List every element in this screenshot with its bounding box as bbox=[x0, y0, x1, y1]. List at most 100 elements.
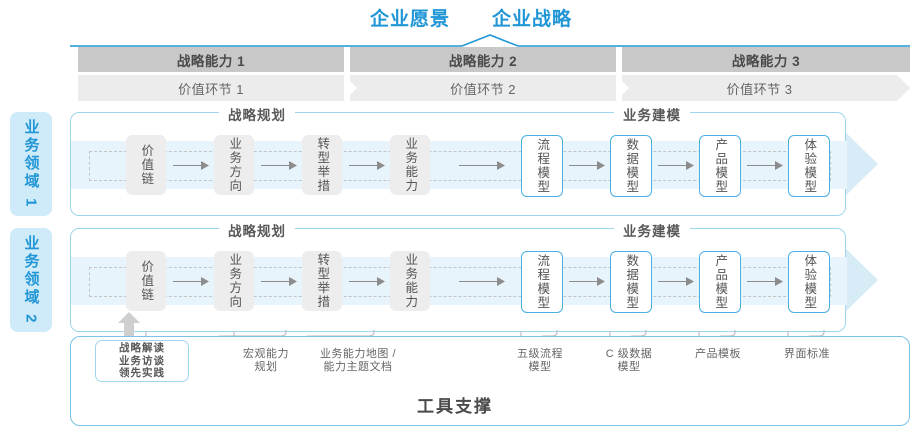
domain-tag-2: 业务领域 2 bbox=[10, 228, 52, 332]
tool-support-title: 工具支撑 bbox=[417, 397, 493, 416]
tool-box-line-1: 战略解读 bbox=[119, 342, 165, 355]
capability-band-2: 战略能力 2 bbox=[350, 47, 616, 72]
support-label-1: 宏观能力 规划 bbox=[211, 348, 321, 374]
node-business-capability-2[interactable]: 业务能力 bbox=[390, 251, 430, 311]
row-1-section-left-title: 战略规划 bbox=[219, 104, 295, 124]
node-label: 转型举措 bbox=[315, 253, 330, 309]
arrow-1-4 bbox=[459, 161, 505, 170]
node-transformation-measures-1[interactable]: 转型举措 bbox=[302, 135, 342, 195]
node-process-model-2[interactable]: 流程模型 bbox=[521, 251, 563, 313]
arrow-2-6 bbox=[658, 277, 694, 286]
arrow-1-2 bbox=[261, 161, 297, 170]
tool-box-line-2: 业务访谈 bbox=[119, 354, 165, 367]
value-chain-segment-2: 价值环节 2 bbox=[350, 75, 629, 101]
node-label: 体验模型 bbox=[802, 138, 817, 194]
business-domain-row-1: 战略规划 业务建模 价值链 业务方向 转型举措 业务能力 流程模型 数据模型 产… bbox=[70, 104, 878, 216]
node-product-model-1[interactable]: 产品模型 bbox=[699, 135, 741, 197]
support-label-2: 业务能力地图 / 能力主题文档 bbox=[292, 348, 424, 374]
arrow-1-1 bbox=[173, 161, 209, 170]
arrow-2-2 bbox=[261, 277, 297, 286]
node-label: 数据模型 bbox=[624, 138, 639, 194]
arrow-2-4 bbox=[459, 277, 505, 286]
node-value-chain-2[interactable]: 价值链 bbox=[126, 251, 166, 311]
node-label: 业务方向 bbox=[227, 253, 242, 309]
domain-tag-1-label: 业务领域 1 bbox=[22, 118, 40, 210]
row-1-container: 战略规划 业务建模 价值链 业务方向 转型举措 业务能力 流程模型 数据模型 产… bbox=[70, 104, 847, 216]
value-chain-arrowhead-3 bbox=[897, 75, 910, 101]
vision-title-row: 企业愿景 企业战略 bbox=[0, 4, 910, 34]
capability-band-3: 战略能力 3 bbox=[622, 47, 910, 72]
arrow-2-7 bbox=[747, 277, 783, 286]
node-label: 业务能力 bbox=[403, 253, 418, 309]
node-experience-model-2[interactable]: 体验模型 bbox=[788, 251, 830, 313]
node-label: 业务能力 bbox=[403, 137, 418, 193]
value-chain-fill-1 bbox=[78, 75, 344, 101]
support-label-3: 五级流程 模型 bbox=[484, 348, 596, 374]
enterprise-vision-title: 企业愿景 bbox=[370, 9, 451, 30]
node-label: 数据模型 bbox=[624, 254, 639, 310]
domain-tag-1: 业务领域 1 bbox=[10, 112, 52, 216]
support-label-5: 产品模板 bbox=[662, 348, 774, 361]
node-label: 流程模型 bbox=[535, 254, 550, 310]
arrow-2-3 bbox=[349, 277, 385, 286]
row-1-section-right-title: 业务建模 bbox=[614, 104, 690, 124]
arrow-1-6 bbox=[658, 161, 694, 170]
node-business-direction-2[interactable]: 业务方向 bbox=[214, 251, 254, 311]
node-label: 流程模型 bbox=[535, 138, 550, 194]
arrow-1-3 bbox=[349, 161, 385, 170]
support-label-3-line2: 模型 bbox=[528, 361, 552, 373]
node-label: 产品模型 bbox=[713, 138, 728, 194]
node-label: 业务方向 bbox=[227, 137, 242, 193]
value-chain-label-1: 价值环节 1 bbox=[178, 81, 244, 97]
row-2-section-left-title: 战略规划 bbox=[219, 220, 295, 240]
node-label: 价值链 bbox=[139, 260, 154, 302]
support-label-4-line2: 模型 bbox=[617, 361, 641, 373]
tool-box-line-3: 领先实践 bbox=[119, 367, 165, 380]
domain-tag-2-label: 业务领域 2 bbox=[22, 234, 40, 326]
node-data-model-2[interactable]: 数据模型 bbox=[610, 251, 652, 313]
support-label-6: 界面标准 bbox=[751, 348, 863, 361]
node-value-chain-1[interactable]: 价值链 bbox=[126, 135, 166, 195]
support-label-3-line1: 五级流程 bbox=[517, 348, 563, 360]
support-label-2-line2: 能力主题文档 bbox=[323, 361, 393, 373]
node-data-model-1[interactable]: 数据模型 bbox=[610, 135, 652, 197]
node-label: 产品模型 bbox=[713, 254, 728, 310]
support-label-6-line1: 界面标准 bbox=[784, 348, 830, 360]
arrow-1-7 bbox=[747, 161, 783, 170]
value-chain-segment-1: 价值环节 1 bbox=[78, 75, 357, 101]
support-label-5-line1: 产品模板 bbox=[695, 348, 741, 360]
enterprise-strategy-title: 企业战略 bbox=[492, 9, 573, 30]
support-label-1-line1: 宏观能力 bbox=[243, 348, 289, 360]
dashed-track-2 bbox=[89, 267, 831, 297]
node-business-direction-1[interactable]: 业务方向 bbox=[214, 135, 254, 195]
value-chain-fill-2 bbox=[350, 75, 616, 101]
row-2-container: 战略规划 业务建模 价值链 业务方向 转型举措 业务能力 流程模型 数据模型 产… bbox=[70, 220, 847, 332]
node-label: 体验模型 bbox=[802, 254, 817, 310]
value-chain-label-2: 价值环节 2 bbox=[450, 81, 516, 97]
node-business-capability-1[interactable]: 业务能力 bbox=[390, 135, 430, 195]
node-experience-model-1[interactable]: 体验模型 bbox=[788, 135, 830, 197]
arrow-1-5 bbox=[569, 161, 605, 170]
support-label-4: C 级数据 模型 bbox=[573, 348, 685, 374]
business-domain-row-2: 战略规划 业务建模 价值链 业务方向 转型举措 业务能力 流程模型 数据模型 产… bbox=[70, 220, 878, 332]
node-label: 转型举措 bbox=[315, 137, 330, 193]
tool-support-container bbox=[70, 336, 910, 426]
value-chain-segment-3: 价值环节 3 bbox=[622, 75, 910, 101]
tool-box-up-arrow bbox=[118, 312, 140, 338]
support-label-1-line2: 规划 bbox=[254, 361, 278, 373]
value-chain-label-3: 价值环节 3 bbox=[726, 81, 793, 97]
value-chain-band: 价值环节 1 价值环节 2 价值环节 3 bbox=[78, 75, 910, 101]
node-product-model-2[interactable]: 产品模型 bbox=[699, 251, 741, 313]
dashed-track-1 bbox=[89, 151, 831, 181]
row-2-section-right-title: 业务建模 bbox=[614, 220, 690, 240]
value-chain-fill-3 bbox=[622, 75, 897, 101]
arrow-2-1 bbox=[173, 277, 209, 286]
support-label-4-line1: C 级数据 bbox=[605, 348, 653, 360]
node-process-model-1[interactable]: 流程模型 bbox=[521, 135, 563, 197]
arrow-2-5 bbox=[569, 277, 605, 286]
node-transformation-measures-2[interactable]: 转型举措 bbox=[302, 251, 342, 311]
capability-band-1: 战略能力 1 bbox=[78, 47, 344, 72]
support-label-2-line1: 业务能力地图 / bbox=[319, 348, 397, 360]
node-label: 价值链 bbox=[139, 144, 154, 186]
tool-support-strategy-box[interactable]: 战略解读 业务访谈 领先实践 bbox=[95, 340, 189, 382]
